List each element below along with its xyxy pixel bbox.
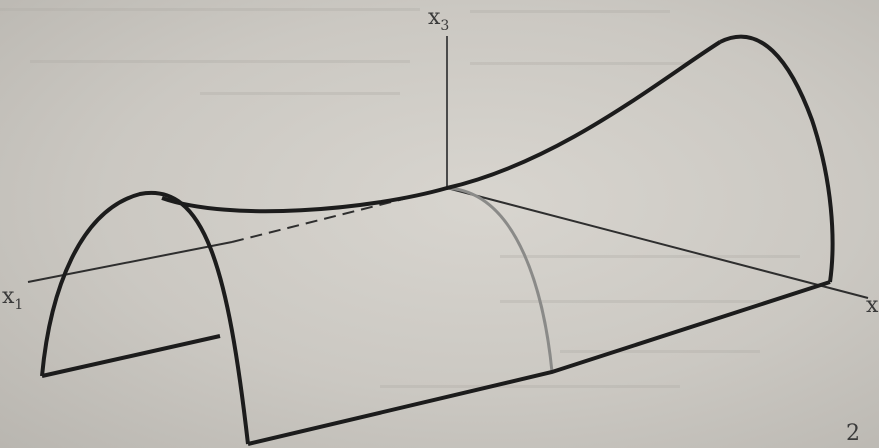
- inner-arch-curve: [446, 186, 554, 373]
- bottom-front-edge: [247, 280, 831, 446]
- right-arch: [719, 34, 835, 283]
- x3-label-main: x: [428, 5, 441, 30]
- x2-axis: [446, 187, 869, 299]
- left-front-arch: [40, 190, 250, 445]
- x1-label-sub: 1: [14, 297, 23, 313]
- x1-axis-solid: [27, 241, 233, 283]
- x1-axis-label: x1: [2, 284, 23, 313]
- left-rear-edge: [41, 334, 221, 378]
- page-number: 2: [846, 421, 860, 446]
- x3-axis-label: x3: [428, 5, 449, 34]
- saddle-top-ridge: [161, 40, 722, 214]
- x2-axis-label: x: [866, 293, 879, 318]
- x1-label-main: x: [2, 284, 15, 309]
- bleed-through-text: [0, 8, 800, 388]
- x3-label-sub: 3: [440, 18, 449, 34]
